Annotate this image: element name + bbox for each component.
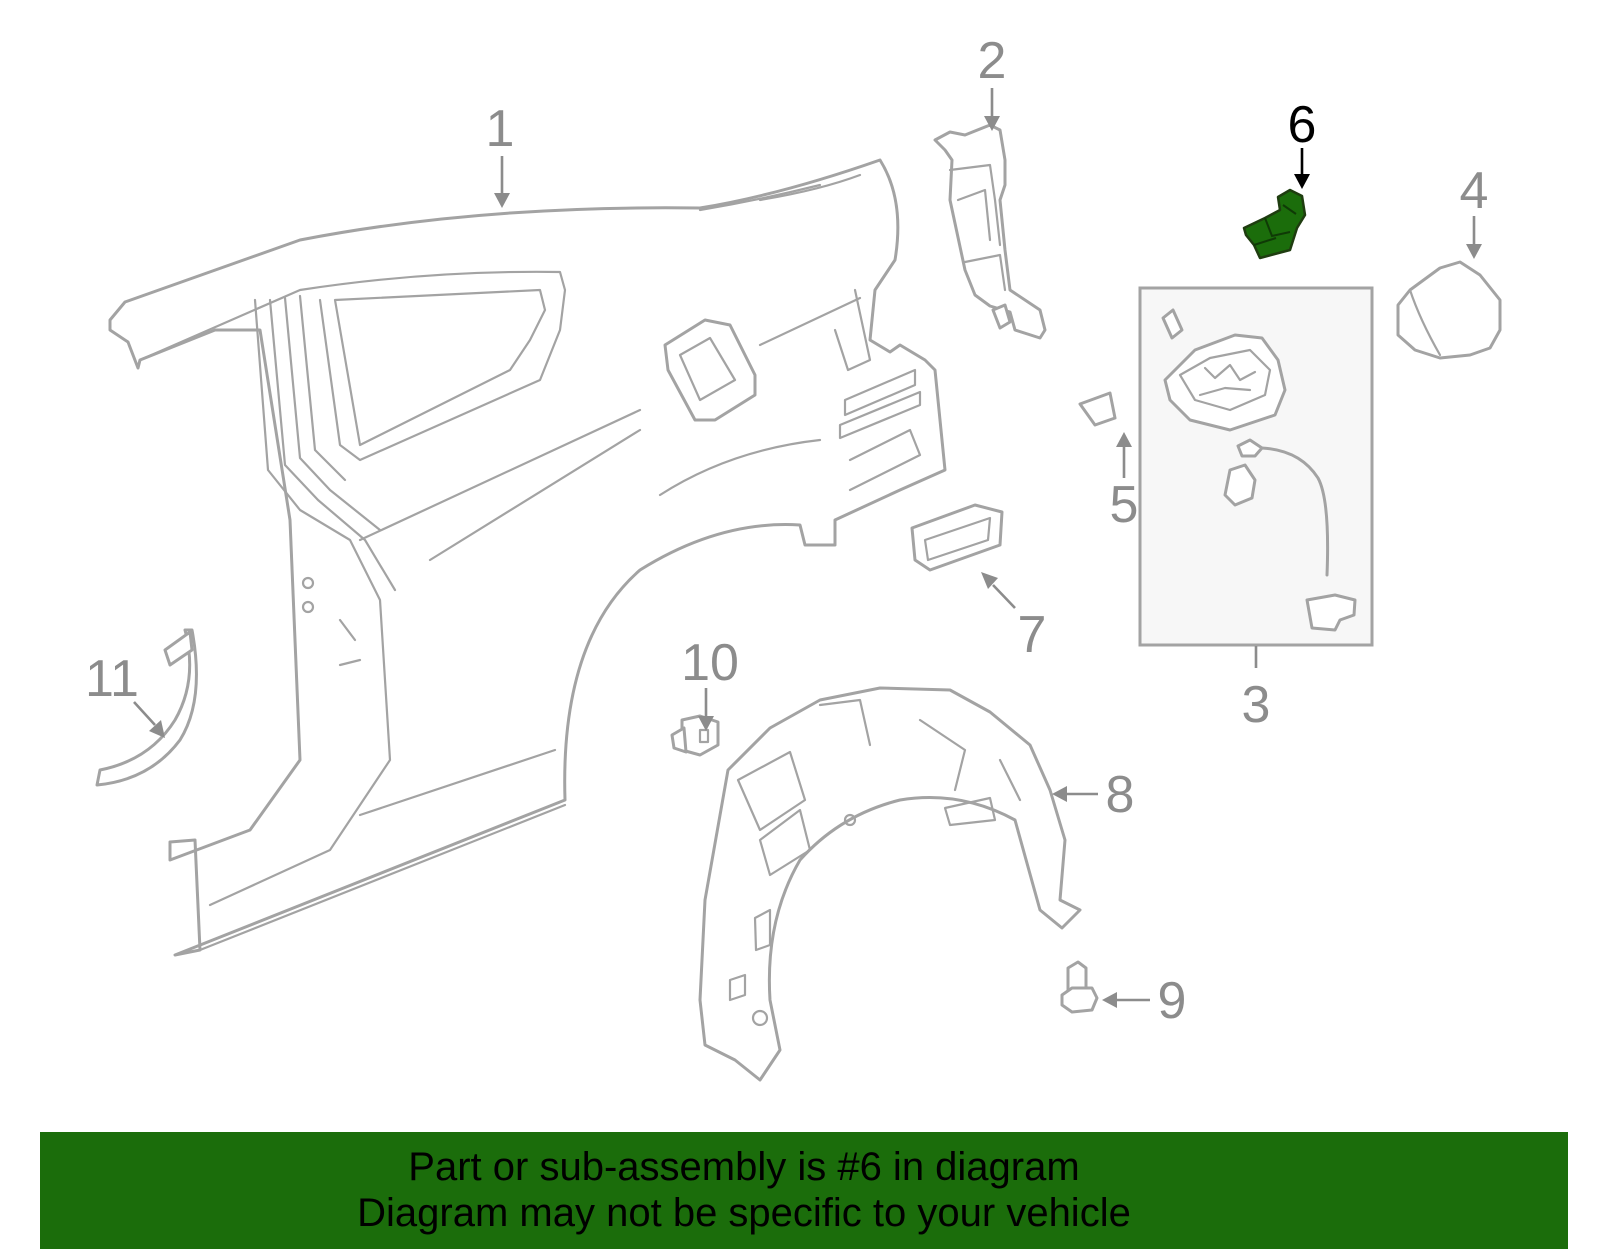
callout-number-8: 8 xyxy=(1106,766,1135,824)
part-3-fuel-door-assembly[interactable] xyxy=(1138,286,1374,647)
banner-line-1: Part or sub-assembly is #6 in diagram xyxy=(408,1145,1080,1189)
callout-7: 7 xyxy=(981,572,1046,664)
part-1-quarter-panel[interactable] xyxy=(108,158,947,957)
callout-5: 5 xyxy=(1110,432,1139,534)
info-banner: Part or sub-assembly is #6 in diagram Di… xyxy=(40,1132,1568,1249)
part-10-clip-nut[interactable] xyxy=(670,714,720,757)
part-6-highlighted[interactable] xyxy=(1242,188,1307,260)
callout-3: 3 xyxy=(1242,646,1271,734)
callout-1: 1 xyxy=(486,100,515,208)
callout-number-2: 2 xyxy=(978,32,1007,90)
callout-number-7: 7 xyxy=(1018,606,1047,664)
callout-9: 9 xyxy=(1102,972,1186,1030)
callout-number-11: 11 xyxy=(85,650,139,708)
banner-line-2: Diagram may not be specific to your vehi… xyxy=(357,1191,1131,1235)
part-9-bolt[interactable] xyxy=(1060,960,1099,1014)
callout-number-10: 10 xyxy=(681,634,739,692)
callout-6: 6 xyxy=(1288,96,1317,189)
part-4-cap[interactable] xyxy=(1396,260,1502,360)
part-8-wheelhouse-liner[interactable] xyxy=(698,686,1082,1082)
part-2-bracket[interactable] xyxy=(933,123,1047,340)
callout-8: 8 xyxy=(1052,766,1134,824)
callout-number-5: 5 xyxy=(1110,476,1139,534)
part-5-seal[interactable] xyxy=(1078,391,1117,427)
callout-number-1: 1 xyxy=(486,100,515,158)
part-7-clip[interactable] xyxy=(910,503,1004,572)
callout-number-3: 3 xyxy=(1242,676,1271,734)
callout-number-4: 4 xyxy=(1460,162,1489,220)
callout-10: 10 xyxy=(681,634,739,731)
part-11-trim[interactable] xyxy=(95,628,198,787)
callout-11: 11 xyxy=(85,650,165,738)
callout-2: 2 xyxy=(978,32,1007,131)
callout-4: 4 xyxy=(1460,162,1489,259)
callout-number-9: 9 xyxy=(1158,972,1187,1030)
callout-number-6: 6 xyxy=(1288,96,1317,154)
